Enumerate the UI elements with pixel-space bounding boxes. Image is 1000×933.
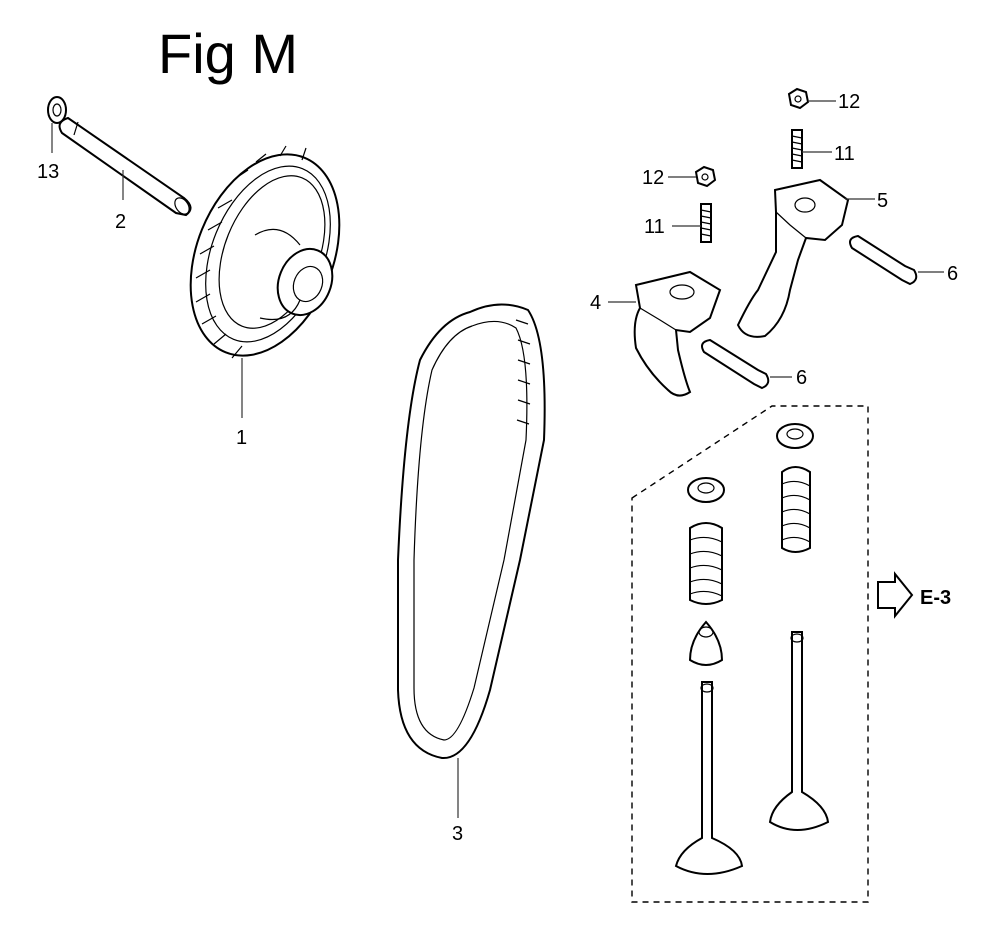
callout-4: 4	[590, 292, 601, 314]
washer-part	[47, 96, 67, 124]
nut-part-upper	[787, 87, 810, 110]
callout-12-lower: 12	[642, 167, 664, 189]
callout-5: 5	[877, 190, 888, 212]
callout-12-upper: 12	[838, 91, 860, 113]
arrow-right-icon	[877, 571, 914, 619]
pin-part-lower	[701, 338, 770, 390]
callout-2: 2	[115, 211, 126, 233]
figure-title: Fig M	[158, 22, 298, 85]
callout-6-upper: 6	[947, 263, 958, 285]
callout-13: 13	[37, 161, 59, 183]
callout-6-lower: 6	[796, 367, 807, 389]
valve-group-outline	[631, 405, 869, 903]
callout-1: 1	[236, 427, 247, 449]
stud-part-upper	[791, 129, 803, 169]
reference-e3-label[interactable]: E-3	[920, 587, 951, 609]
shaft-part	[58, 116, 192, 217]
nut-part-lower	[694, 165, 717, 188]
rocker-arm-part	[736, 178, 850, 338]
rocker-arm-part-lower	[633, 270, 722, 397]
valve-assembly	[674, 423, 830, 875]
callout-11-upper: 11	[834, 143, 855, 165]
pin-part-upper	[849, 234, 918, 286]
callout-3: 3	[452, 823, 463, 845]
stud-part-lower	[700, 203, 712, 243]
callout-11-lower: 11	[644, 216, 665, 238]
pulley-part	[189, 145, 341, 359]
belt-part	[397, 303, 546, 760]
